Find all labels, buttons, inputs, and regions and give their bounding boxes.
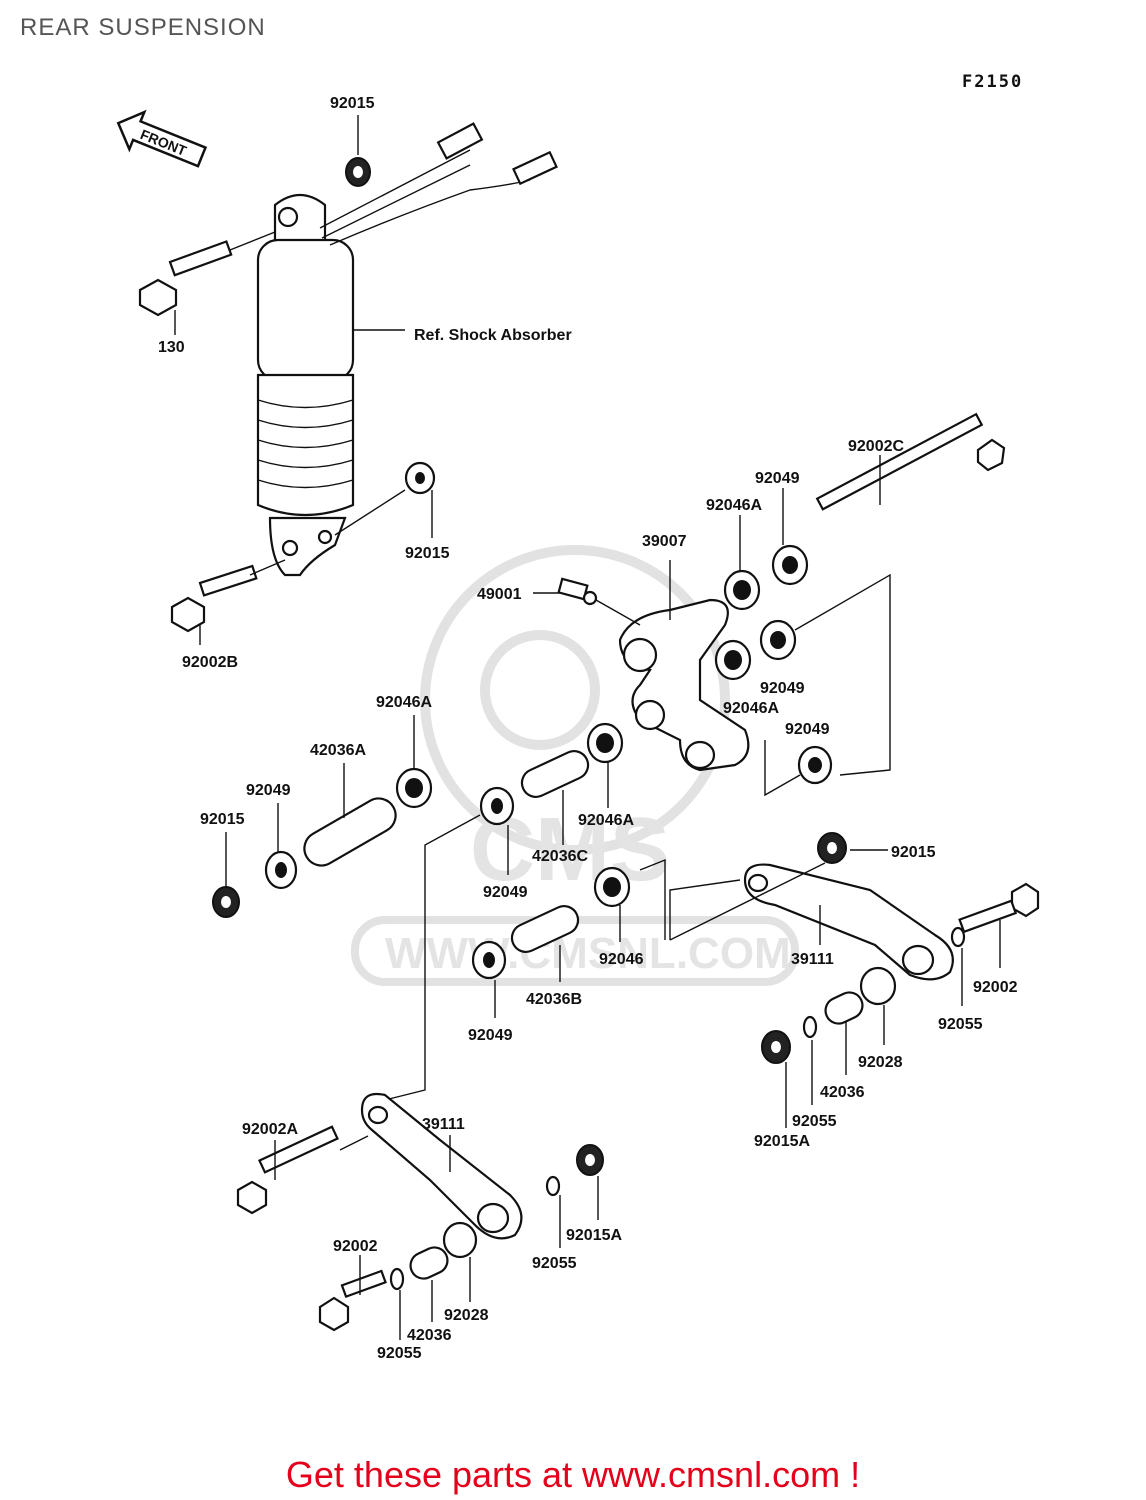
promo-link[interactable]: Get these parts at www.cmsnl.com ! [285, 1454, 861, 1495]
part-label: 92015 [330, 95, 375, 112]
part-label: 92015 [200, 811, 245, 828]
part-label: 92049 [483, 884, 528, 901]
part-label: 92015 [405, 545, 450, 562]
part-label: 92002B [182, 654, 238, 671]
part-label: 92002A [242, 1121, 298, 1138]
bolt-92002b [170, 559, 286, 645]
part-label: 92015A [754, 1133, 810, 1150]
part-label: 92055 [938, 1016, 983, 1033]
part-label: 42036C [532, 848, 588, 865]
part-label: 42036A [310, 742, 366, 759]
part-label: 92055 [792, 1113, 837, 1130]
part-label: 92049 [785, 721, 830, 738]
tie-rod-39111-right [669, 832, 954, 981]
part-label: 92002 [973, 979, 1018, 996]
part-label: 39111 [422, 1116, 465, 1133]
part-label: 92046A [723, 700, 779, 717]
page-title: REAR SUSPENSION [20, 14, 266, 41]
bolt-92002-right [950, 882, 1040, 1006]
nut-92015-top [345, 115, 371, 187]
watermark-text: WWW.CMSNL.COM [385, 929, 791, 978]
part-label: 39111 [791, 951, 834, 968]
part-label: 92002C [848, 438, 904, 455]
bolt-130 [138, 231, 276, 335]
tie-rod-39111-left [360, 1092, 523, 1240]
part-label: 92049 [468, 1027, 513, 1044]
part-label: 92055 [532, 1255, 577, 1272]
part-label: 92028 [444, 1307, 489, 1324]
part-label: 92046A [578, 812, 634, 829]
part-label: 92046A [376, 694, 432, 711]
part-label: 42036 [407, 1327, 452, 1344]
bolt-92002c [815, 412, 1006, 511]
part-label: 130 [158, 339, 185, 356]
part-label: 92002 [333, 1238, 378, 1255]
part-label: 39007 [642, 533, 687, 550]
part-label: 92028 [858, 1054, 903, 1071]
grease-nipple-49001 [533, 577, 641, 626]
part-label: 42036 [820, 1084, 865, 1101]
figure-code: F2150 [962, 72, 1024, 92]
spacers-left-lower-group [318, 1221, 478, 1340]
bushings-center-group [384, 722, 666, 1101]
part-label: 92046A [706, 497, 762, 514]
bolt-92002a [236, 1125, 369, 1215]
part-label: 92055 [377, 1345, 422, 1362]
nut-92015-mid [334, 461, 436, 538]
part-label: 92015 [891, 844, 936, 861]
rocker-arm-39007 [618, 560, 750, 772]
bearings-right-group [714, 488, 891, 797]
front-arrow: FRONT [116, 109, 208, 168]
part-label: 92049 [755, 470, 800, 487]
part-label: 92049 [760, 680, 805, 697]
bushings-left-group [212, 715, 433, 918]
spacers-right-group [761, 966, 897, 1128]
part-label: 92015A [566, 1227, 622, 1244]
ref-shock-absorber-label: Ref. Shock Absorber [414, 327, 572, 344]
part-label: 92046 [599, 951, 644, 968]
part-label: 42036B [526, 991, 582, 1008]
shock-absorber [256, 122, 558, 577]
part-label: 49001 [477, 586, 522, 603]
nut-washer-lower-center [545, 1144, 604, 1248]
part-label: 92049 [246, 782, 291, 799]
